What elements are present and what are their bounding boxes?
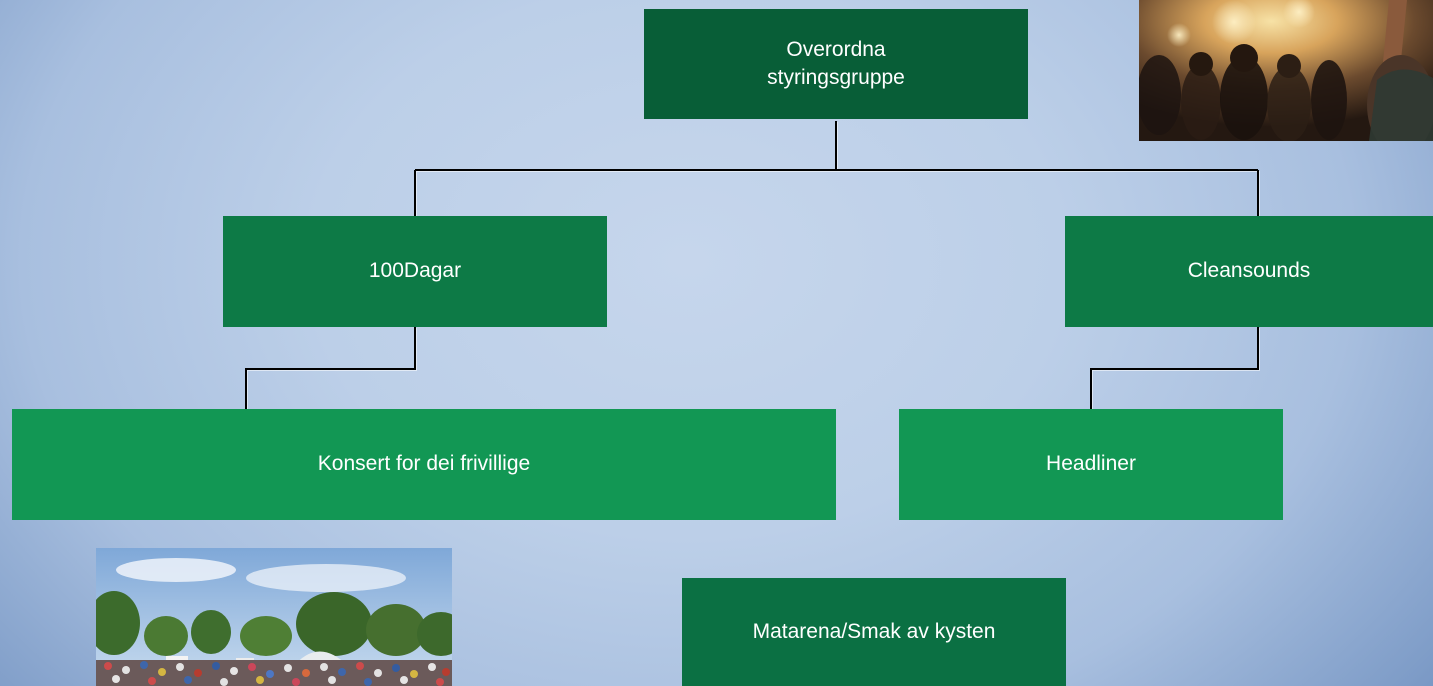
connector-cleansounds-headliner xyxy=(1090,327,1259,409)
node-100dagar: 100Dagar xyxy=(223,216,607,327)
node-cleansounds: Cleansounds xyxy=(1065,216,1433,327)
node-matarena-smak-av-kysten: Matarena/Smak av kysten xyxy=(682,578,1066,686)
outdoor-festival-photo xyxy=(96,548,452,686)
node-konsert-for-dei-frivillige: Konsert for dei frivillige xyxy=(12,409,836,520)
node-headliner: Headliner xyxy=(899,409,1283,520)
connector-100dagar-konsert xyxy=(245,327,416,409)
connector-root-branches xyxy=(414,121,1259,216)
concert-crowd-photo xyxy=(1139,0,1433,141)
node-overordna-styringsgruppe: Overordna styringsgruppe xyxy=(644,9,1028,119)
